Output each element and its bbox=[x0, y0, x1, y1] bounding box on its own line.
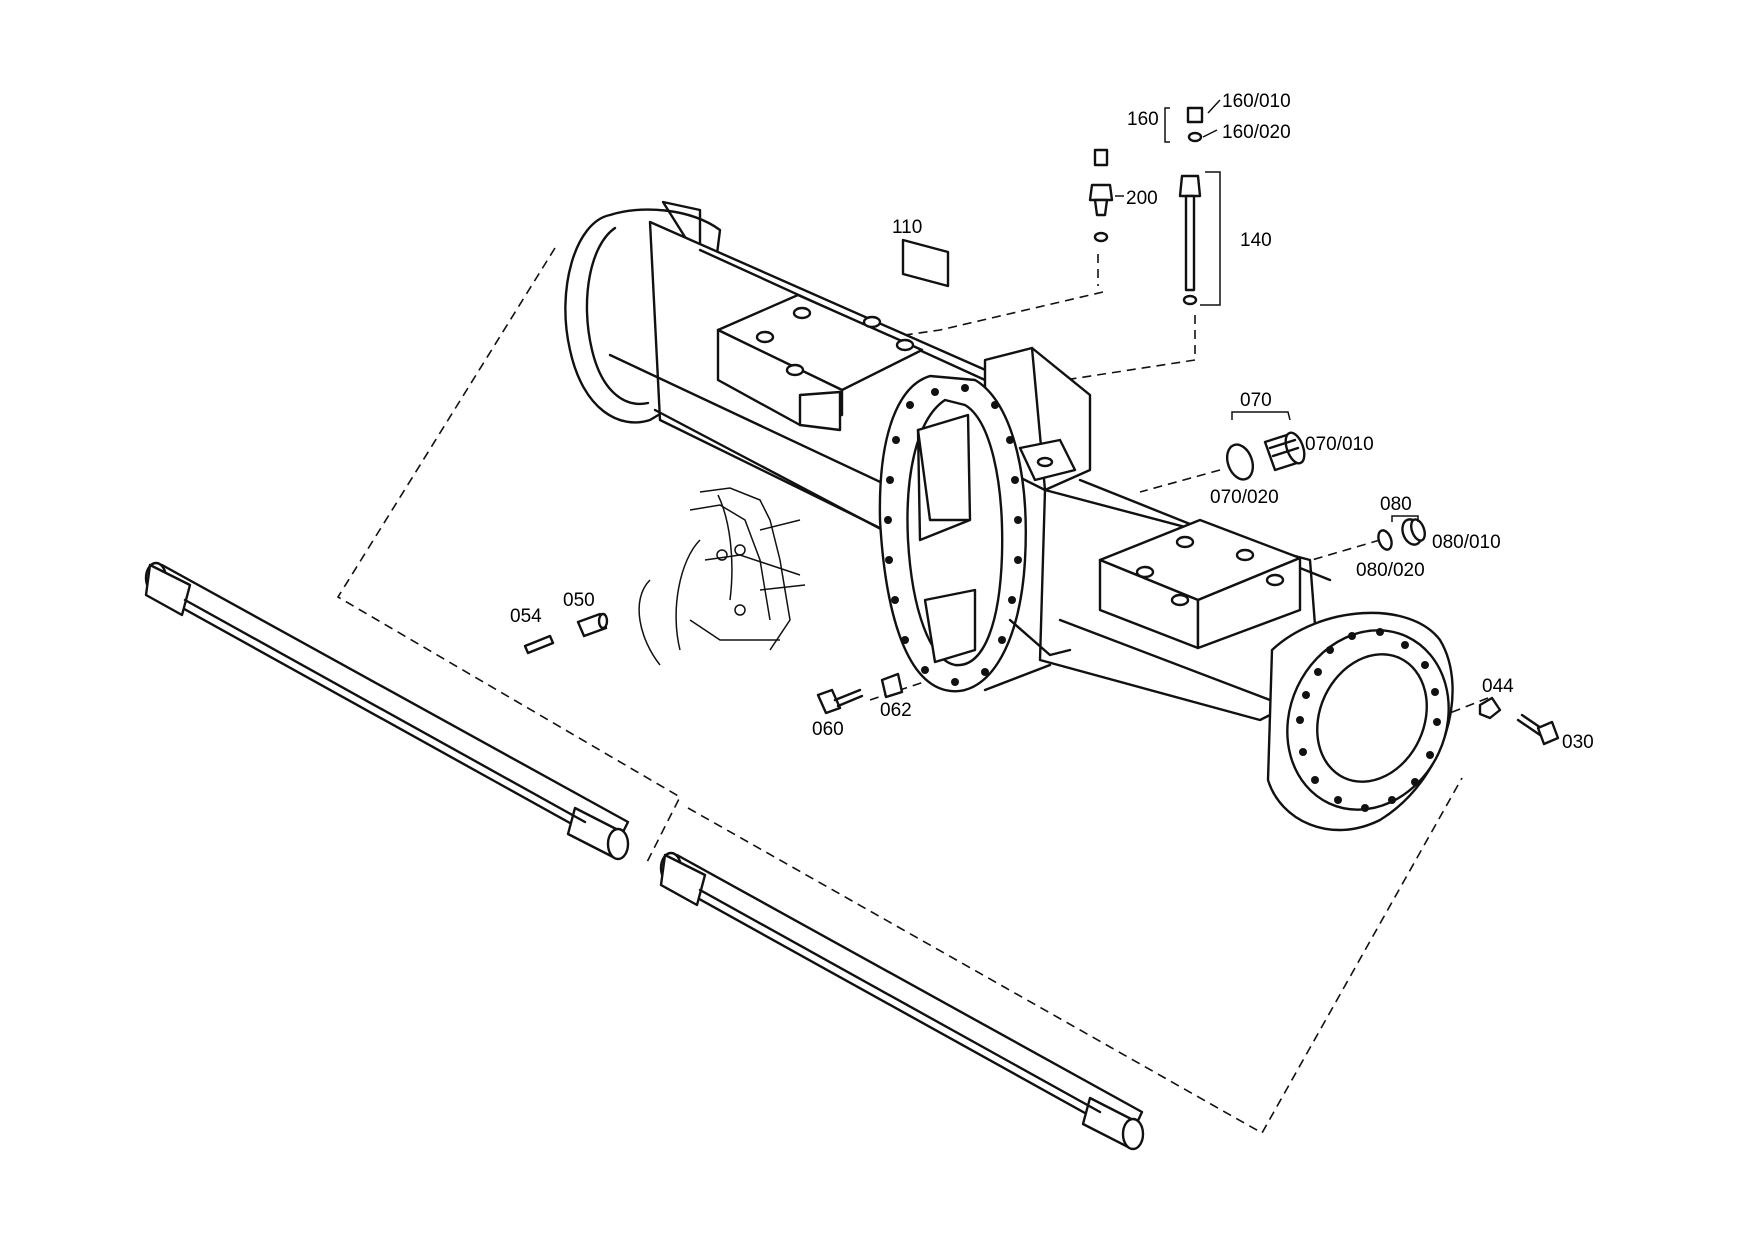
part-140-dipstick bbox=[1178, 174, 1202, 306]
label-044: 044 bbox=[1482, 676, 1514, 697]
axle-housing bbox=[564, 200, 1454, 832]
label-200: 200 bbox=[1126, 188, 1158, 209]
label-140: 140 bbox=[1240, 230, 1272, 251]
label-054: 054 bbox=[510, 606, 542, 627]
part-060-bolt bbox=[816, 688, 864, 715]
part-044-washer bbox=[1478, 696, 1502, 720]
part-050-sleeve bbox=[576, 612, 609, 638]
part-160-plug bbox=[1186, 106, 1204, 143]
label-080-020: 080/020 bbox=[1356, 560, 1425, 581]
background-sketch bbox=[638, 487, 806, 666]
label-070-020: 070/020 bbox=[1210, 487, 1279, 508]
diff-flange-bolt-holes bbox=[884, 384, 1022, 686]
label-160-010: 160/010 bbox=[1222, 91, 1291, 112]
label-080: 080 bbox=[1380, 494, 1412, 515]
label-080-010: 080/010 bbox=[1432, 532, 1501, 553]
part-030-bolt bbox=[1516, 713, 1560, 746]
label-060: 060 bbox=[812, 719, 844, 740]
part-110-plate bbox=[901, 238, 950, 288]
axle-shaft-left bbox=[144, 561, 630, 861]
part-080-plug bbox=[1377, 518, 1426, 551]
label-070: 070 bbox=[1240, 390, 1272, 411]
label-160: 160 bbox=[1127, 109, 1159, 130]
label-070-010: 070/010 bbox=[1305, 434, 1374, 455]
axle-shaft-right bbox=[659, 851, 1145, 1151]
label-160-020: 160/020 bbox=[1222, 122, 1291, 143]
part-070-plug bbox=[1225, 431, 1306, 481]
leader-lines bbox=[1115, 99, 1419, 522]
flange-bolt-holes bbox=[1296, 628, 1441, 812]
part-054-pin bbox=[523, 634, 555, 655]
label-110: 110 bbox=[892, 217, 922, 238]
label-050: 050 bbox=[563, 590, 595, 611]
part-labels: 160 160/010 160/020 200 110 140 070 070/… bbox=[510, 91, 1594, 753]
part-062-nut bbox=[880, 672, 904, 699]
part-200-breather bbox=[1088, 148, 1114, 243]
label-030: 030 bbox=[1562, 732, 1594, 753]
label-062: 062 bbox=[880, 700, 912, 721]
